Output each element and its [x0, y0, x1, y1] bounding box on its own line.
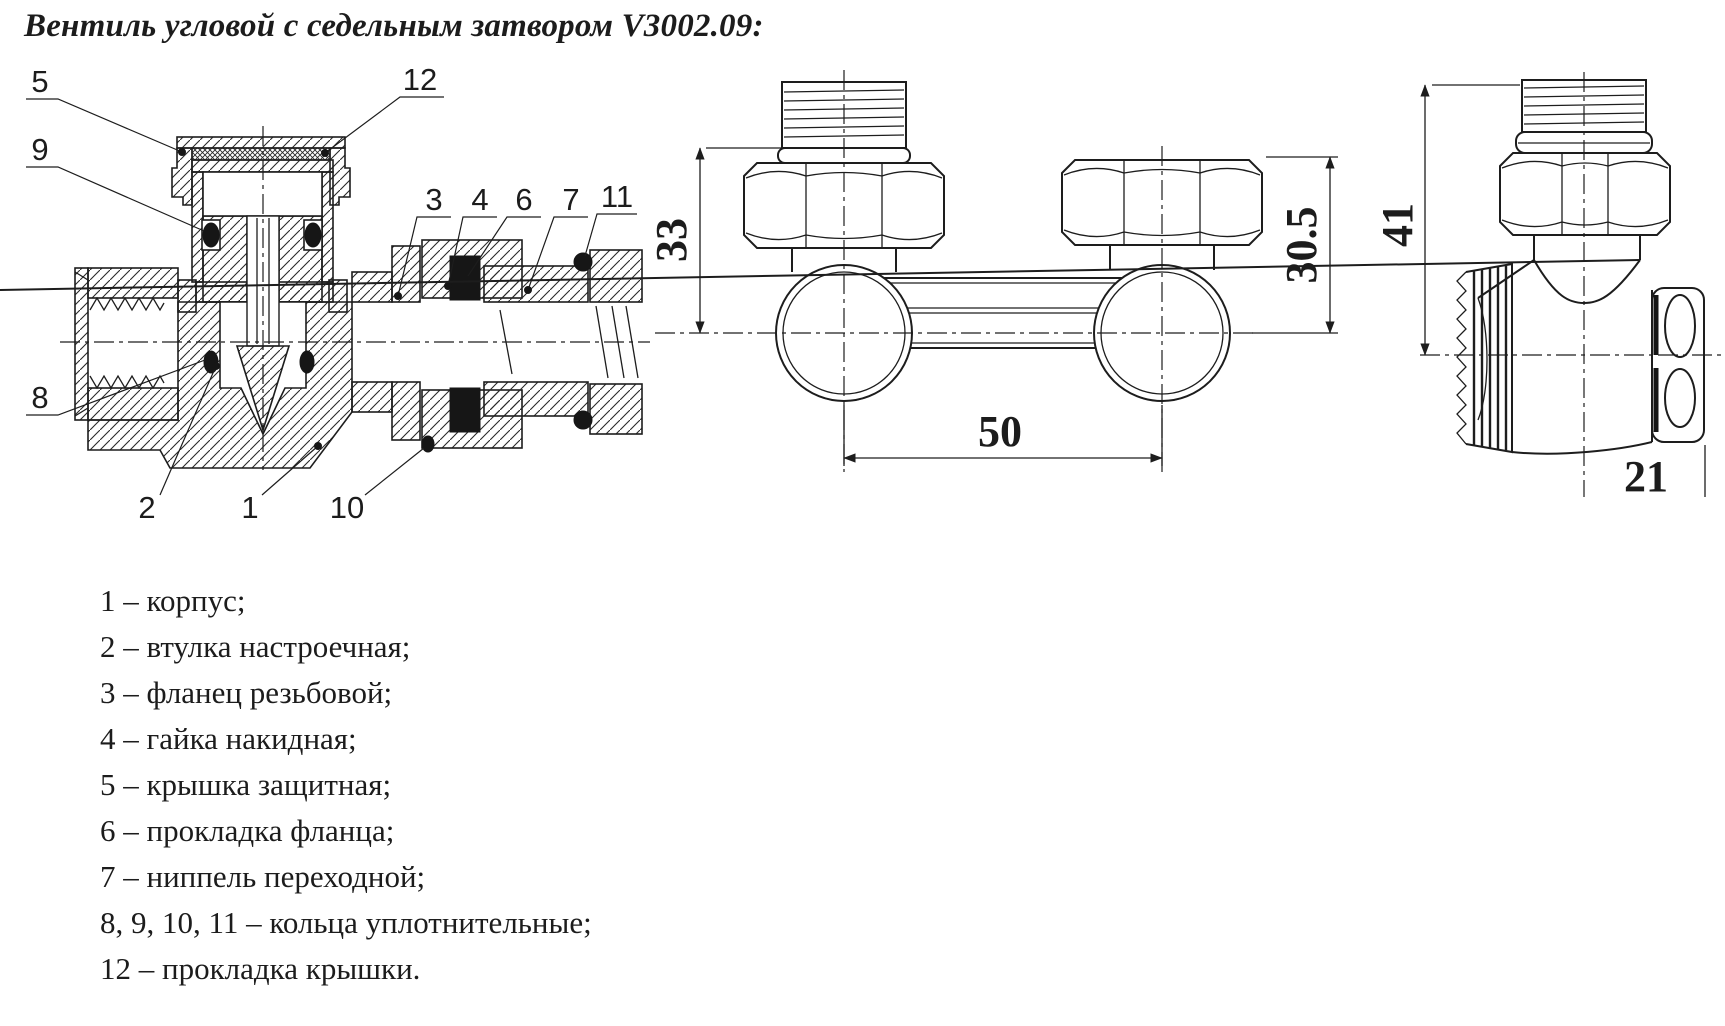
cap-gasket — [191, 147, 331, 161]
legend-item-5: 5 – крышка защитная; — [100, 767, 392, 802]
callout-7-label: 7 — [562, 182, 579, 217]
legend-item-7: 7 – ниппель переходной; — [100, 859, 426, 894]
callout-11-label: 11 — [601, 179, 633, 214]
callout-12-label: 12 — [403, 62, 437, 97]
flange-gasket-bottom — [449, 387, 481, 433]
dim-21: 21 — [1624, 452, 1668, 501]
callout-5-label: 5 — [31, 64, 48, 99]
dim-50: 50 — [978, 407, 1022, 456]
callout-3-label: 3 — [425, 182, 442, 217]
drawing-title: Вентиль угловой с седельным затвором V30… — [24, 8, 764, 44]
callout-2-label: 2 — [138, 490, 155, 525]
side-view: 41 21 — [0, 72, 1722, 501]
callout-4-label: 4 — [471, 182, 488, 217]
front-view-dimensions: 33 50 30.5 — [647, 147, 1338, 466]
o-ring-11-top — [573, 252, 593, 272]
legend-item-6: 6 – прокладка фланца; — [100, 813, 395, 848]
legend-item-2: 2 – втулка настроечная; — [100, 629, 411, 664]
o-ring-10 — [421, 435, 435, 453]
callout-1-label: 1 — [241, 490, 258, 525]
valve-body-section — [74, 136, 643, 469]
front-view-outline — [743, 81, 1263, 402]
flange-gasket-top — [449, 255, 481, 301]
o-ring-8-right — [299, 350, 315, 374]
callouts: 5 12 9 8 2 1 10 3 4 6 7 11 — [26, 62, 637, 525]
dim-30-5: 30.5 — [1277, 207, 1326, 284]
callout-9-label: 9 — [31, 132, 48, 167]
callout-6-label: 6 — [515, 182, 532, 217]
front-view: 33 50 30.5 — [647, 70, 1338, 472]
o-ring-11-bottom — [573, 410, 593, 430]
legend-item-8-9-10-11: 8, 9, 10, 11 – кольца уплотнительные; — [100, 905, 592, 940]
o-ring-9-left — [202, 222, 220, 248]
side-view-dimensions: 41 21 — [1373, 84, 1706, 501]
dim-41: 41 — [1373, 203, 1422, 247]
callout-8-label: 8 — [31, 380, 48, 415]
callout-10-label: 10 — [330, 490, 364, 525]
parts-legend: 1 – корпус; 2 – втулка настроечная; 3 – … — [100, 578, 592, 992]
legend-item-4: 4 – гайка накидная; — [100, 721, 357, 756]
legend-item-12: 12 – прокладка крышки. — [100, 951, 421, 986]
o-ring-9-right — [304, 222, 322, 248]
legend-item-1: 1 – корпус; — [100, 583, 246, 618]
dim-33: 33 — [647, 218, 696, 262]
cross-section-view: 5 12 9 8 2 1 10 3 4 6 7 11 — [26, 62, 650, 525]
legend-item-3: 3 – фланец резьбовой; — [100, 675, 393, 710]
